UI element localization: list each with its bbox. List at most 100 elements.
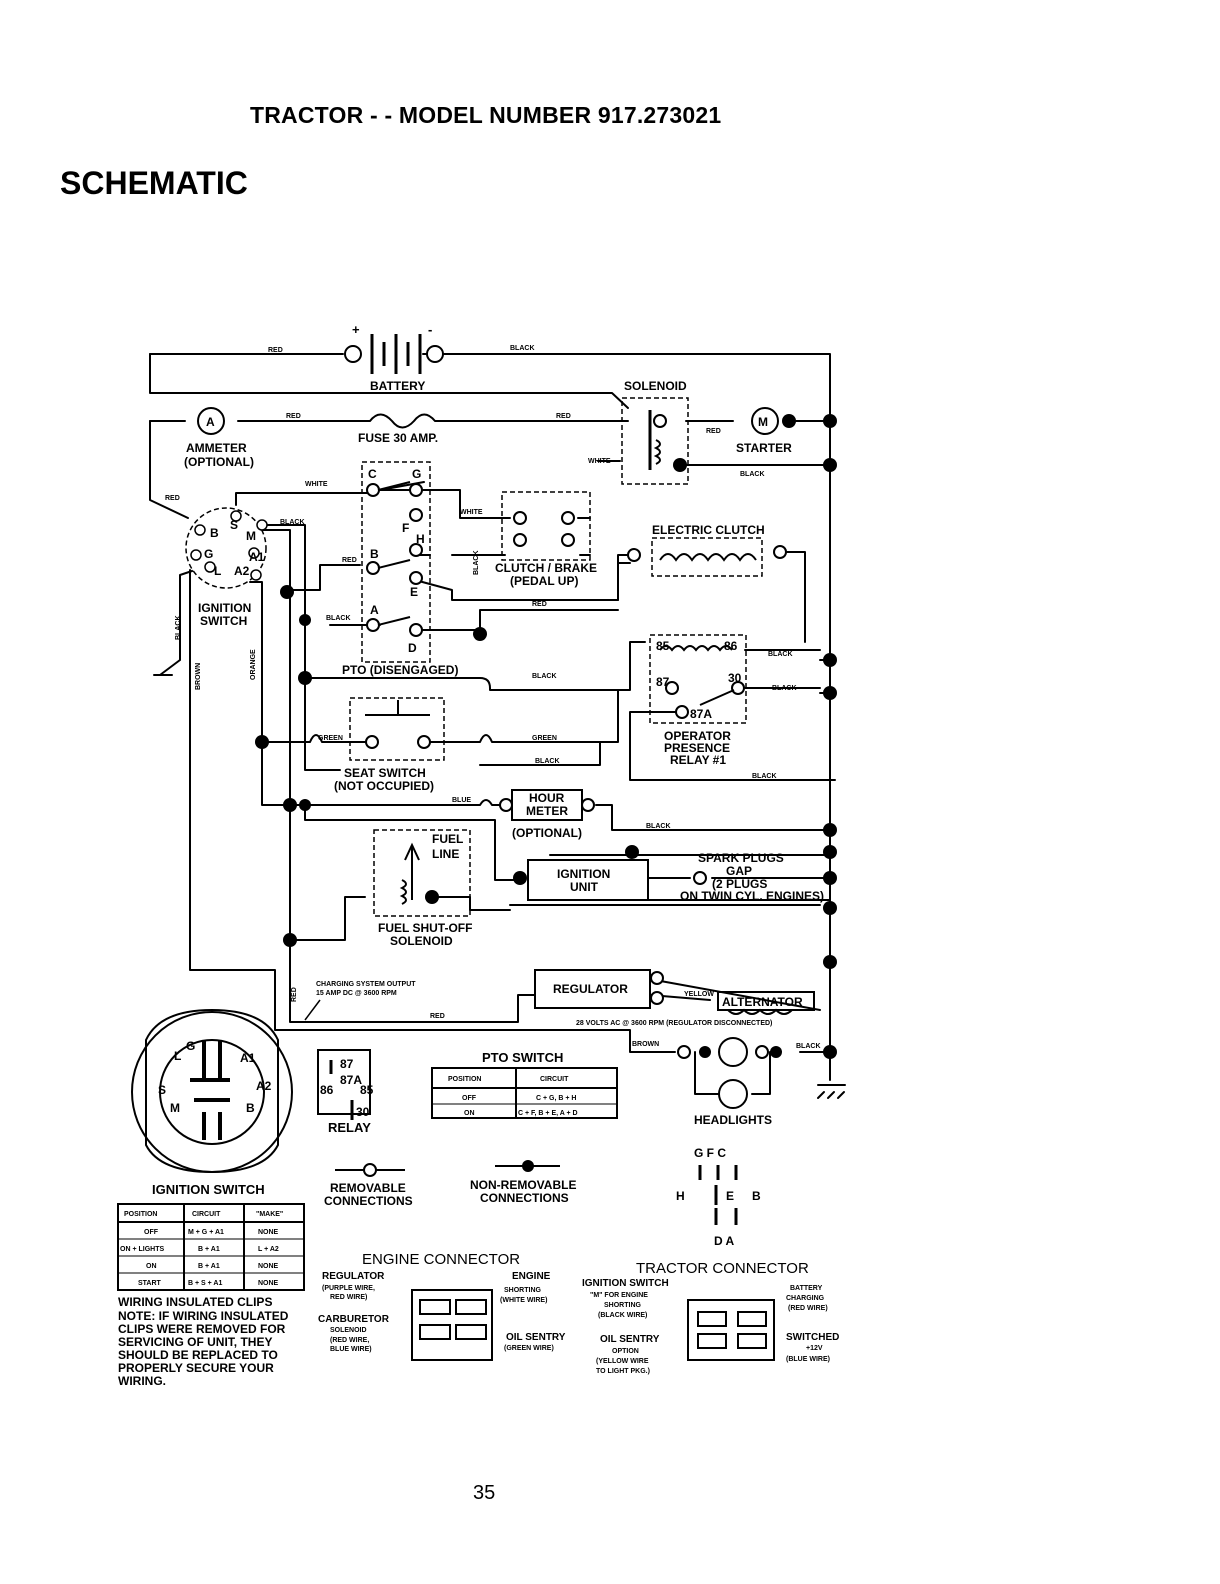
solenoid-box [621,397,689,485]
svg-text:B + S + A1: B + S + A1 [188,1280,222,1287]
svg-text:85: 85 [360,1083,374,1097]
headlights-label: HEADLIGHTS [694,1113,772,1127]
alternator-label: ALTERNATOR [722,995,803,1009]
svg-text:GAP: GAP [726,864,752,878]
battery-plus: + [352,322,360,337]
svg-text:BLACK: BLACK [510,345,535,352]
svg-text:15 AMP DC @ 3600 RPM: 15 AMP DC @ 3600 RPM [316,990,397,997]
svg-text:WIRING.: WIRING. [118,1374,166,1388]
svg-text:D A: D A [714,1234,735,1248]
svg-text:BLACK: BLACK [646,823,671,830]
svg-text:NONE: NONE [258,1263,279,1270]
svg-text:BLACK: BLACK [175,616,182,641]
svg-text:RED: RED [286,413,301,420]
svg-text:RED: RED [706,428,721,435]
svg-text:RED: RED [556,413,571,420]
svg-text:RED: RED [165,495,180,502]
svg-text:CIRCUIT: CIRCUIT [192,1211,221,1218]
svg-text:TO LIGHT PKG.): TO LIGHT PKG.) [596,1368,650,1375]
tractor-connector: TRACTOR CONNECTOR IGNITION SWITCH "M" FO… [582,1260,839,1375]
svg-text:(GREEN WIRE): (GREEN WIRE) [504,1345,554,1352]
svg-text:WHITE: WHITE [588,458,611,465]
svg-text:C + F, B + E, A + D: C + F, B + E, A + D [518,1110,578,1117]
junction-dots [255,414,837,1059]
fuse-symbol [369,413,436,429]
svg-text:A1: A1 [249,550,265,564]
electric-clutch-label: ELECTRIC CLUTCH [652,523,765,537]
svg-text:S: S [230,518,238,532]
svg-text:LINE: LINE [432,847,459,861]
svg-text:BLACK: BLACK [326,615,351,622]
svg-text:G F C: G F C [694,1146,726,1160]
svg-text:B: B [370,547,379,561]
relay-diagram-label: RELAY [328,1120,371,1135]
svg-text:FUEL: FUEL [432,832,463,846]
svg-text:BLACK: BLACK [535,758,560,765]
svg-text:NONE: NONE [258,1280,279,1287]
page-number: 35 [473,1482,496,1504]
svg-text:M + G + A1: M + G + A1 [188,1229,224,1236]
svg-text:RED: RED [268,347,283,354]
svg-text:WHITE: WHITE [305,481,328,488]
svg-text:ON TWIN CYL. ENGINES): ON TWIN CYL. ENGINES) [680,889,824,903]
svg-text:ON: ON [146,1263,157,1270]
svg-text:REGULATOR: REGULATOR [322,1271,385,1282]
svg-text:OIL SENTRY: OIL SENTRY [506,1332,566,1343]
headlight-bottom [718,1079,748,1109]
svg-text:(PURPLE WIRE,: (PURPLE WIRE, [322,1285,375,1292]
svg-text:START: START [138,1280,162,1287]
svg-text:CHARGING: CHARGING [786,1295,825,1302]
svg-text:(RED WIRE,: (RED WIRE, [330,1337,369,1344]
ignition-switch-table: IGNITION SWITCH POSITION CIRCUIT "MAKE" … [117,1182,305,1291]
svg-text:BLACK: BLACK [796,1043,821,1050]
svg-text:YELLOW: YELLOW [684,991,714,998]
svg-text:PTO SWITCH: PTO SWITCH [482,1050,563,1065]
svg-text:POSITION: POSITION [448,1076,481,1083]
svg-text:G: G [204,547,213,561]
svg-text:BLACK: BLACK [752,773,777,780]
hour-meter-label: HOUR [529,791,565,805]
svg-text:REMOVABLE: REMOVABLE [330,1181,406,1195]
svg-text:CIRCUIT: CIRCUIT [540,1076,569,1083]
svg-text:"MAKE": "MAKE" [256,1211,283,1218]
hour-meter-box [511,789,583,821]
svg-text:TRACTOR CONNECTOR: TRACTOR CONNECTOR [636,1260,809,1277]
ignition-switch-face: L A1 A2 S M B G [131,1008,293,1174]
svg-text:H: H [416,532,425,546]
wiring-note: WIRING INSULATED CLIPS NOTE: IF WIRING I… [118,1295,289,1388]
svg-text:RED: RED [532,601,547,608]
alternator-ac-label: 28 VOLTS AC @ 3600 RPM (REGULATOR DISCON… [576,1020,772,1027]
svg-text:BATTERY: BATTERY [790,1285,823,1292]
ammeter-symbol [197,407,225,435]
svg-text:BLACK: BLACK [740,471,765,478]
fuel-solenoid-box [373,829,471,917]
charging-output-label: CHARGING SYSTEM OUTPUT [316,981,416,988]
svg-text:BROWN: BROWN [195,663,202,690]
svg-text:NON-REMOVABLE: NON-REMOVABLE [470,1178,576,1192]
svg-text:A2: A2 [234,564,250,578]
svg-text:(2 PLUGS: (2 PLUGS [712,877,767,891]
svg-text:SHOULD BE REPLACED TO: SHOULD BE REPLACED TO [118,1348,278,1362]
svg-text:SERVICING OF UNIT, THEY: SERVICING OF UNIT, THEY [118,1335,272,1349]
svg-text:ON: ON [464,1110,475,1117]
svg-text:POSITION: POSITION [124,1211,157,1218]
svg-text:(WHITE WIRE): (WHITE WIRE) [500,1297,547,1304]
seat-switch-box [349,697,445,761]
svg-text:C + G, B + H: C + G, B + H [536,1095,576,1102]
svg-text:RED: RED [291,987,298,1002]
svg-text:IGNITION SWITCH: IGNITION SWITCH [582,1278,669,1289]
regulator-box [534,969,651,1009]
svg-text:WIRING INSULATED CLIPS: WIRING INSULATED CLIPS [118,1295,272,1309]
svg-text:D: D [408,641,417,655]
ammeter-optional: (OPTIONAL) [184,455,254,469]
svg-text:NOTE: IF WIRING INSULATED: NOTE: IF WIRING INSULATED [118,1309,289,1323]
relay-pin-diagram: 87 87A 86 85 30 RELAY [317,1049,374,1135]
battery-minus: - [428,322,432,337]
svg-text:(BLUE WIRE): (BLUE WIRE) [786,1356,830,1363]
svg-text:87A: 87A [690,707,712,721]
svg-text:PROPERLY SECURE YOUR: PROPERLY SECURE YOUR [118,1361,274,1375]
svg-text:CONNECTIONS: CONNECTIONS [480,1191,569,1205]
clutch-brake-box [501,491,591,561]
seat-switch-label: SEAT SWITCH [344,766,426,780]
svg-text:CARBURETOR: CARBURETOR [318,1314,390,1325]
